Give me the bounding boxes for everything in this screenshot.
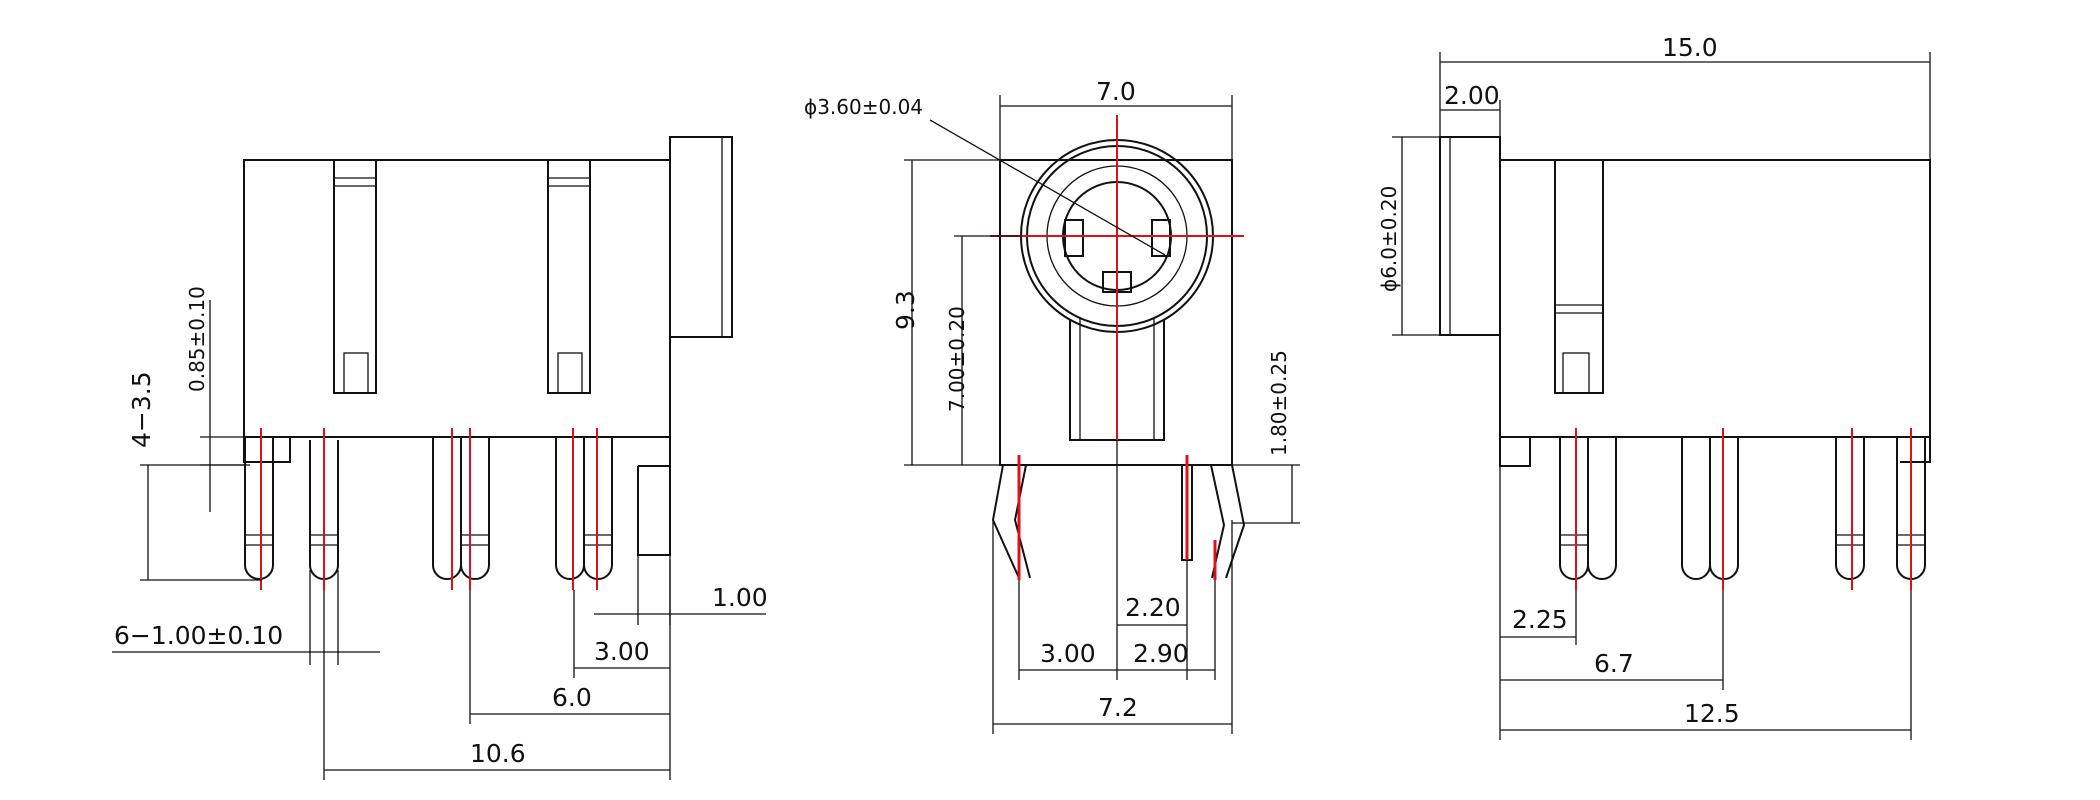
left-dim-300: 3.00 [594,637,650,666]
left-body-outline [243,136,733,467]
left-dim-lines [112,300,766,780]
right-dim-200: 2.00 [1444,81,1500,110]
right-pins [1559,437,1926,580]
middle-view: ϕ3.60±0.04 7.0 9.3 7.00±0.20 1.80±0.25 2… [804,77,1300,734]
left-dim-106: 10.6 [470,739,526,768]
right-dim-125: 12.5 [1684,699,1740,728]
right-view: 15.0 2.00 ϕ6.0±0.20 2.25 6.7 12.5 [1377,33,1931,740]
middle-dim-220: 2.20 [1125,593,1181,622]
left-dim-6-100: 6−1.00±0.10 [114,621,283,650]
right-dim-lines [1392,52,1931,740]
right-body-outline [1439,136,1931,467]
middle-dim-300: 3.00 [1040,639,1096,668]
middle-dim-70: 7.0 [1096,77,1136,106]
middle-body-outline [991,139,1246,579]
right-centerlines [1575,428,1912,590]
middle-dim-diameter: ϕ3.60±0.04 [804,95,923,119]
middle-dim-72: 7.2 [1098,693,1138,722]
right-dim-diameter: ϕ6.0±0.20 [1377,186,1401,292]
left-dim-labels: 0.85±0.10 4−3.5 6−1.00±0.10 1.00 3.00 6.… [114,286,768,768]
middle-dim-labels: ϕ3.60±0.04 7.0 9.3 7.00±0.20 1.80±0.25 2… [804,77,1291,722]
middle-dim-700: 7.00±0.20 [945,306,969,412]
middle-dim-180: 1.80±0.25 [1267,350,1291,456]
left-dim-085: 0.85±0.10 [185,286,209,392]
right-dim-67: 6.7 [1594,649,1634,678]
middle-dim-290: 2.90 [1133,639,1189,668]
left-pins [244,437,671,580]
left-dim-4-35: 4−3.5 [127,371,156,448]
right-dim-225: 2.25 [1512,605,1568,634]
middle-dim-lines [904,95,1300,734]
middle-dim-93: 9.3 [891,290,920,330]
left-centerlines [260,428,598,590]
left-view: 0.85±0.10 4−3.5 6−1.00±0.10 1.00 3.00 6.… [112,136,768,780]
right-dim-labels: 15.0 2.00 ϕ6.0±0.20 2.25 6.7 12.5 [1377,33,1740,728]
left-dim-100: 1.00 [712,583,768,612]
middle-centerlines [990,115,1244,580]
right-dim-150: 15.0 [1662,33,1718,62]
left-dim-60: 6.0 [552,683,592,712]
